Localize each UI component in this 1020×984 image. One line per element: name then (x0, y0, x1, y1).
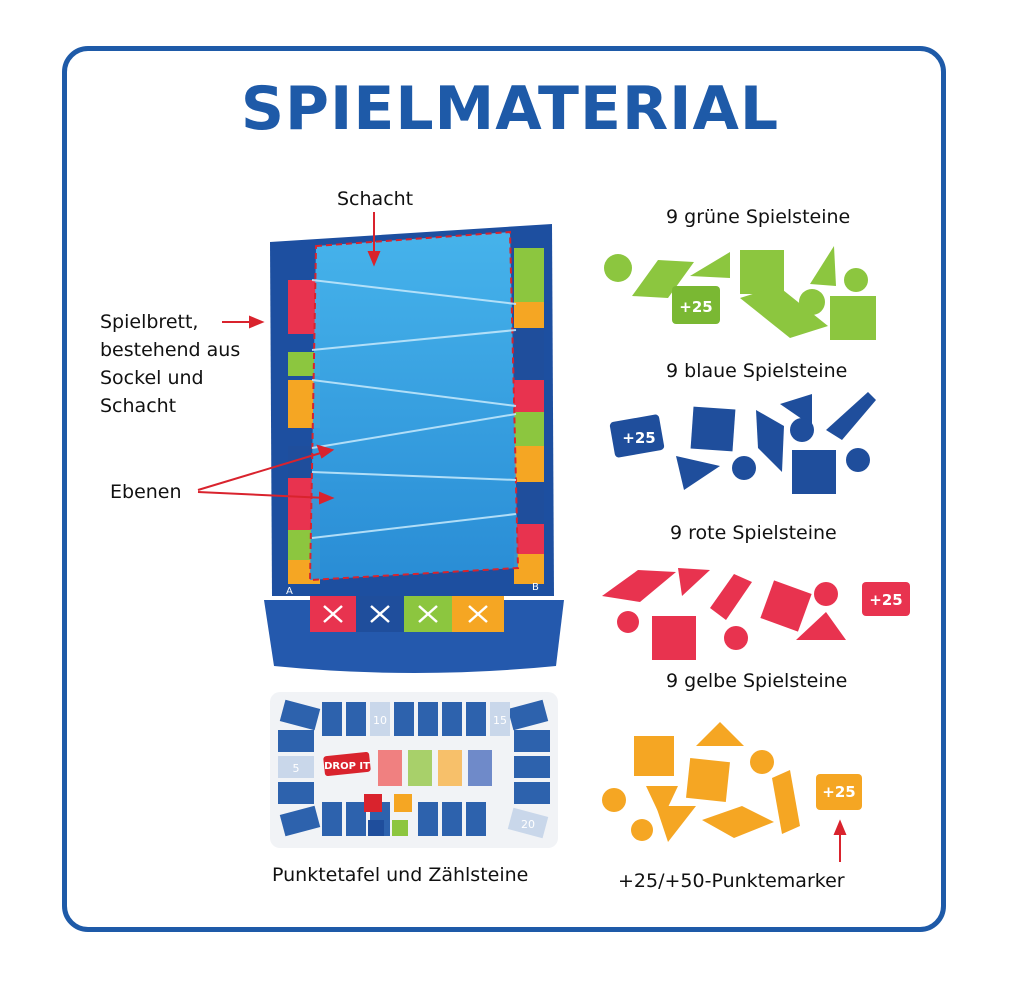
drop-it-logo: DROP IT (324, 761, 370, 772)
label-green-pieces: 9 grüne Spielsteine (666, 206, 851, 228)
yellow-pieces: +25 (602, 722, 862, 842)
page-title: SPIELMATERIAL (240, 74, 780, 144)
track-number-15: 15 (493, 714, 507, 727)
content-frame (62, 46, 946, 932)
label-spielbrett-2: bestehend aus (100, 339, 241, 361)
label-red-pieces: 9 rote Spielsteine (670, 522, 837, 544)
score-board: 10 15 5 20 DROP IT (270, 692, 558, 848)
label-spielbrett-3: Sockel und (100, 367, 204, 389)
blue-pieces: +25 (609, 392, 876, 494)
label-ebenen: Ebenen (110, 481, 182, 503)
label-spielbrett-1: Spielbrett, (100, 311, 199, 333)
green-marker-text: +25 (679, 298, 712, 316)
corner-label-a: A (286, 586, 293, 597)
track-number-20: 20 (521, 818, 535, 831)
game-board: A B (264, 224, 564, 673)
label-point-marker: +25/+50-Punktemarker (618, 870, 845, 892)
red-pieces: +25 (602, 568, 910, 660)
green-pieces: +25 (604, 246, 876, 340)
red-marker-text: +25 (869, 591, 902, 609)
track-number-10: 10 (373, 714, 387, 727)
corner-label-b: B (532, 582, 539, 593)
label-spielbrett-4: Schacht (100, 395, 177, 417)
label-schacht: Schacht (337, 188, 414, 210)
label-scoreboard: Punktetafel und Zählsteine (272, 864, 529, 886)
label-blue-pieces: 9 blaue Spielsteine (666, 360, 848, 382)
track-number-5: 5 (293, 762, 300, 775)
blue-marker-text: +25 (622, 429, 655, 447)
yellow-marker-text: +25 (822, 783, 855, 801)
label-yellow-pieces: 9 gelbe Spielsteine (666, 670, 848, 692)
